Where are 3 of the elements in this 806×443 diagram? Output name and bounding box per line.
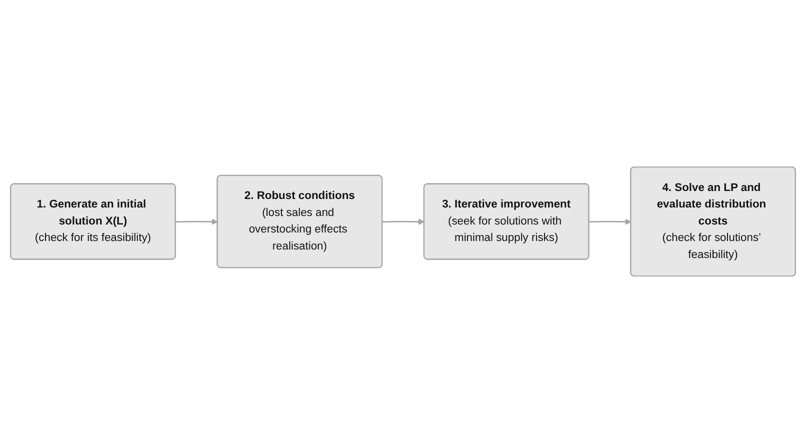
arrow bbox=[176, 218, 218, 225]
arrow bbox=[589, 218, 632, 225]
arrow bbox=[382, 218, 425, 225]
